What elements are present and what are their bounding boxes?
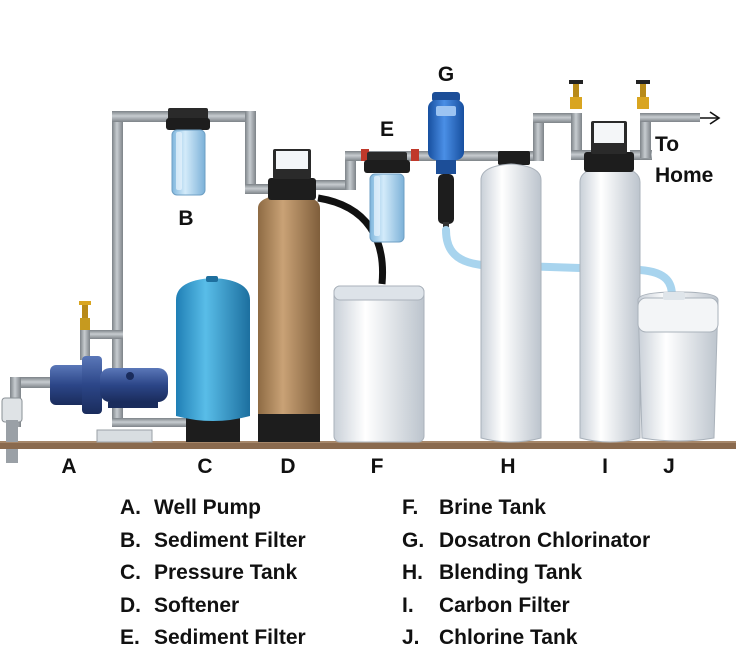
legend-key: J. [402, 626, 420, 649]
brine-tank [333, 285, 425, 443]
legend-item: F. Brine Tank [402, 492, 650, 525]
legend-item: G. Dosatron Chlorinator [402, 525, 650, 558]
legend-key: A. [120, 496, 141, 519]
legend-key: F. [402, 496, 419, 519]
legend-left: A. Well Pump B. Sediment Filter C. Pressure… [120, 492, 306, 655]
to-home-line2: Home [655, 164, 714, 187]
softener [258, 149, 387, 442]
legend-key: E. [120, 626, 140, 649]
chlorine-tank [637, 291, 719, 442]
legend-name: Sediment Filter [154, 626, 306, 649]
to-home-line1: To [655, 133, 680, 156]
legend-item: I. Carbon Filter [402, 590, 650, 623]
label-f: F [370, 455, 384, 478]
legend-name: Blending Tank [439, 561, 583, 584]
label-e: E [379, 118, 395, 141]
legend-item: J. Chlorine Tank [402, 622, 650, 655]
legend-name: Dosatron Chlorinator [439, 528, 651, 552]
legend-key: I. [402, 593, 414, 617]
well-pump [1, 356, 168, 463]
carbon-filter [579, 121, 641, 443]
blending-tank [480, 151, 542, 443]
legend-key: B. [120, 528, 141, 552]
ground-line [0, 441, 736, 449]
legend-item: A. Well Pump [120, 492, 306, 525]
legend-item: C. Pressure Tank [120, 557, 306, 590]
label-b: B [178, 207, 194, 230]
to-home-arrow [700, 111, 721, 125]
legend-name: Chlorine Tank [439, 626, 578, 649]
pressure-tank [176, 276, 250, 442]
legend-item: D. Softener [120, 590, 306, 623]
legend-name: Carbon Filter [439, 593, 570, 617]
legend-name: Sediment Filter [154, 528, 306, 552]
label-c: C [197, 455, 213, 478]
label-g: G [437, 63, 455, 86]
legend-item: E. Sediment Filter [120, 622, 306, 655]
legend-name: Pressure Tank [154, 561, 298, 584]
legend-item: B. Sediment Filter [120, 525, 306, 558]
legend-name: Softener [154, 593, 240, 617]
legend-key: H. [402, 561, 423, 584]
legend-key: D. [120, 593, 141, 617]
sediment-filter-b [166, 108, 210, 196]
label-a: A [61, 455, 77, 478]
legend-key: C. [120, 561, 141, 584]
label-h: H [500, 455, 516, 478]
label-d: D [280, 455, 296, 478]
to-home-label: To Home [655, 129, 713, 191]
label-j: J [663, 455, 675, 478]
dosatron-chlorinator [428, 92, 464, 232]
valve-handles [79, 80, 650, 330]
legend-name: Well Pump [154, 496, 261, 519]
legend-key: G. [402, 528, 425, 552]
legend-right: F. Brine Tank G. Dosatron Chlorinator H. Bl… [402, 492, 650, 655]
legend-item: H. Blending Tank [402, 557, 650, 590]
legend-name: Brine Tank [439, 496, 546, 519]
sediment-filter-e [364, 152, 410, 243]
label-i: I [602, 455, 608, 478]
